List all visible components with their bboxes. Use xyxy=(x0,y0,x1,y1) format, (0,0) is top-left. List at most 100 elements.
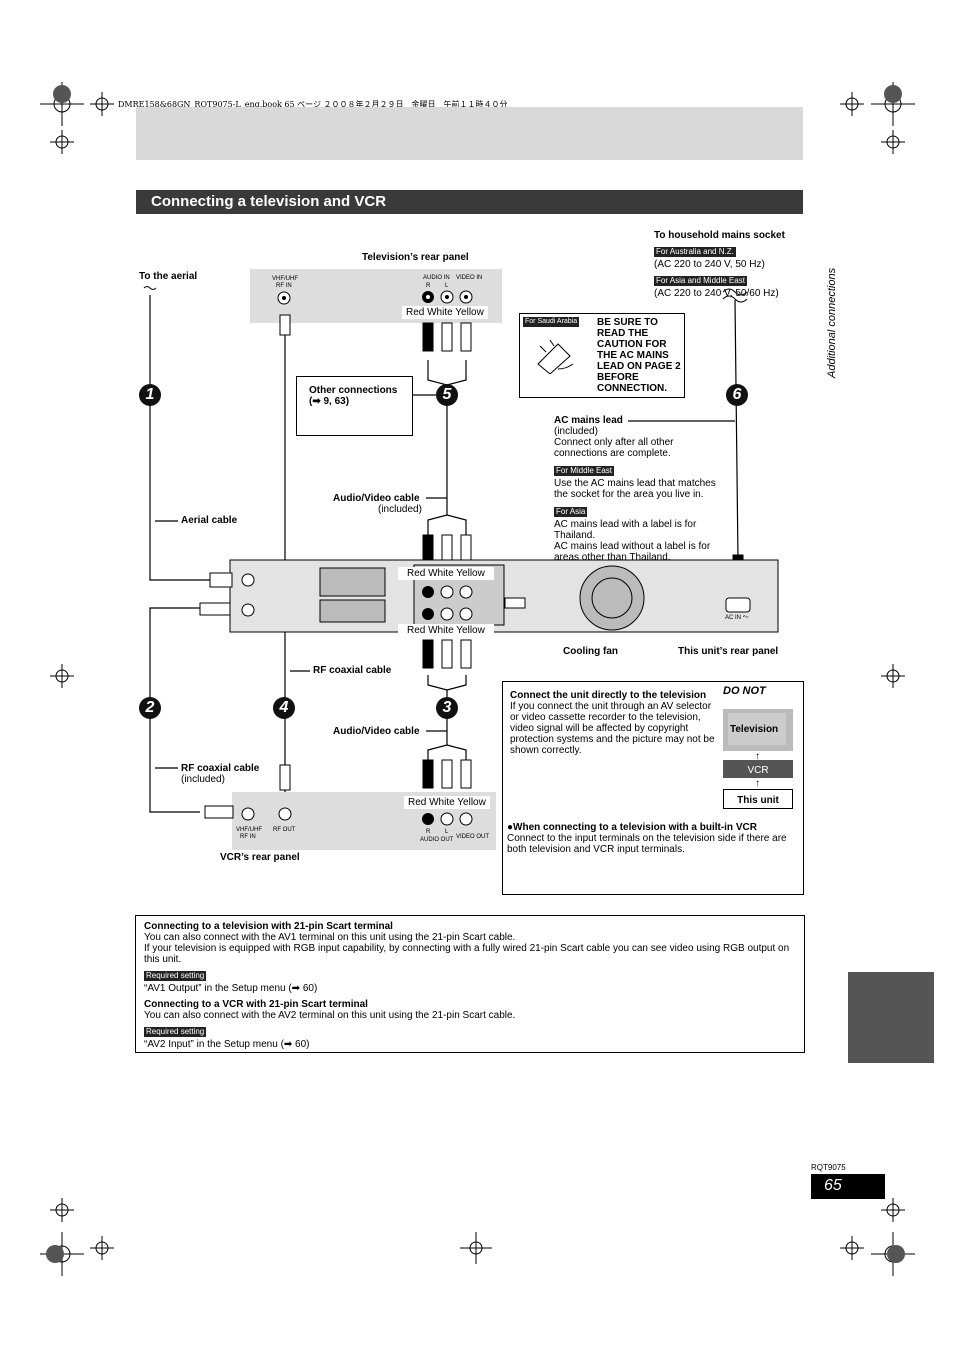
crosshair-icon xyxy=(840,92,864,116)
vcr-block: VCR xyxy=(723,760,793,778)
av-cable-label-1: Audio/Video cable xyxy=(333,493,420,504)
television-screen: Television xyxy=(728,713,786,745)
connection-diagram xyxy=(143,269,779,850)
tv-rf-in-label: RF IN xyxy=(276,283,292,289)
donot-label: DO NOT xyxy=(723,685,766,697)
other-connections-label: Other connections xyxy=(309,385,398,396)
av-cable-top xyxy=(427,360,467,386)
required-setting-tag-1: Required setting xyxy=(144,971,207,981)
tag-asia: For Asia xyxy=(554,507,588,517)
vcr-audio-out-label: AUDIO OUT xyxy=(420,837,454,843)
me-text: Use the AC mains lead that matches the s… xyxy=(554,478,716,500)
unit-panel-label: This unit’s rear panel xyxy=(678,646,779,657)
av-cable-bottom xyxy=(427,675,467,691)
cooling-fan-icon xyxy=(579,565,645,631)
page-number: 65 xyxy=(824,1177,842,1194)
rwy-label-4: Red White Yellow xyxy=(404,796,490,809)
plug-icon xyxy=(537,339,574,374)
required-setting-tag-2: Required setting xyxy=(144,1027,207,1037)
ac-in-label: AC IN ～ xyxy=(725,615,749,621)
vcr-l-label: L xyxy=(445,829,449,835)
caution-text: BE SURE TO READ THE CAUTION FOR THE AC M… xyxy=(597,317,681,394)
rf-coax-label: RF coaxial cable xyxy=(313,665,392,676)
vcr-video-out-label: VIDEO OUT xyxy=(456,834,490,840)
to-aerial-label: To the aerial xyxy=(139,271,198,282)
caution-box: For Saudi Arabia BE SURE TO READ THE CAU… xyxy=(519,313,685,398)
asia-me-spec: (AC 220 to 240 V, 50/60 Hz) xyxy=(654,288,779,299)
av-cable-included: (included) xyxy=(378,504,422,515)
crosshair-icon xyxy=(881,1198,905,1222)
av-cable-label-2: Audio/Video cable xyxy=(333,726,420,737)
tv-panel-label: Television’s rear panel xyxy=(362,252,469,263)
scart-tv-title: Connecting to a television with 21-pin S… xyxy=(144,921,393,932)
rf-coax-included-label: RF coaxial cable xyxy=(181,763,260,774)
aerial-cable-label: Aerial cable xyxy=(181,515,238,526)
rwy-label-1: Red White Yellow xyxy=(402,306,488,319)
scart-box: Connecting to a television with 21-pin S… xyxy=(135,915,805,1053)
vcr-r-label: R xyxy=(426,829,431,835)
header-band xyxy=(136,107,803,160)
crosshair-icon xyxy=(90,92,114,116)
asia-text-2: AC mains lead without a label is for are… xyxy=(554,541,711,563)
scart-vcr-title: Connecting to a VCR with 21-pin Scart te… xyxy=(144,999,368,1010)
page-number-box: 65 xyxy=(811,1174,885,1199)
step-6-badge: 6 xyxy=(726,384,748,406)
aus-spec: (AC 220 to 240 V, 50 Hz) xyxy=(654,259,765,270)
lead-note: Connect only after all other connections… xyxy=(554,437,674,459)
crosshair-icon xyxy=(881,664,905,688)
crosshair-icon xyxy=(50,130,74,154)
step-5-badge: 5 xyxy=(436,384,458,406)
scart-tv-setting: “AV1 Output” in the Setup menu (➡ 60) xyxy=(144,983,318,994)
tv-audio-in-label: AUDIO IN xyxy=(423,275,450,281)
builtin-text: Connect to the input terminals on the te… xyxy=(507,833,787,855)
donot-title: Connect the unit directly to the televis… xyxy=(510,690,707,701)
av-cable-top-split xyxy=(427,514,467,535)
footer-code: RQT9075 xyxy=(811,1163,846,1172)
arrow-up-icon: ↑ xyxy=(755,778,760,789)
step-2-badge: 2 xyxy=(139,697,161,719)
cooling-fan-label: Cooling fan xyxy=(563,646,618,657)
tag-aus: For Australia and N.Z. xyxy=(654,247,736,257)
crosshair-icon xyxy=(460,1232,492,1264)
asia-text-1: AC mains lead with a label is for Thaila… xyxy=(554,519,697,541)
tv-l-label: L xyxy=(445,283,449,289)
donot-text: If you connect the unit through an AV se… xyxy=(510,701,715,756)
this-unit-label: This unit xyxy=(737,795,779,806)
donot-box: Connect the unit directly to the televis… xyxy=(502,681,804,895)
crosshair-icon xyxy=(50,1198,74,1222)
mains-title: To household mains socket xyxy=(654,230,785,241)
tag-me: For Middle East xyxy=(554,466,615,476)
tv-video-in-label: VIDEO IN xyxy=(456,275,483,281)
step-4-badge: 4 xyxy=(273,697,295,719)
side-tab xyxy=(848,972,934,1063)
av-cable-bottom-split xyxy=(427,744,467,760)
vcr-vhf-label: VHF/UHF xyxy=(236,827,262,833)
tv-vhf-label: VHF/UHF xyxy=(272,276,298,282)
other-connections-box: Other connections (➡ 9, 63) xyxy=(296,376,413,436)
scart-tv-text-2: If your television is equipped with RGB … xyxy=(144,943,790,965)
lead-included: (included) xyxy=(554,426,598,437)
vcr-rf-out-label: RF OUT xyxy=(273,827,296,833)
section-title-bar: Connecting a television and VCR xyxy=(136,190,803,214)
rf-coax-included: (included) xyxy=(181,774,225,785)
vcr-rf-in-label: RF IN xyxy=(240,834,256,840)
crosshair-icon xyxy=(840,1236,864,1260)
ac-lead-info: AC mains lead (included) Connect only af… xyxy=(554,415,726,563)
crosshair-icon xyxy=(50,664,74,688)
vcr-label: VCR xyxy=(747,765,769,776)
lead-title: AC mains lead xyxy=(554,415,623,426)
tag-asia-me: For Asia and Middle East xyxy=(654,276,747,286)
scart-vcr-text: You can also connect with the AV2 termin… xyxy=(144,1010,516,1021)
arrow-up-icon: ↑ xyxy=(755,751,760,762)
mains-info: To household mains socket For Australia … xyxy=(654,230,804,299)
aerial-cable xyxy=(149,295,210,581)
tag-saudi: For Saudi Arabia xyxy=(523,317,580,327)
this-unit-block: This unit xyxy=(723,789,793,809)
television-block: Television xyxy=(723,709,793,751)
scart-tv-text-1: You can also connect with the AV1 termin… xyxy=(144,932,516,943)
step-3-badge: 3 xyxy=(436,697,458,719)
tv-r-label: R xyxy=(426,283,431,289)
television-label: Television xyxy=(730,724,779,735)
vcr-panel-label: VCR’s rear panel xyxy=(220,852,300,863)
